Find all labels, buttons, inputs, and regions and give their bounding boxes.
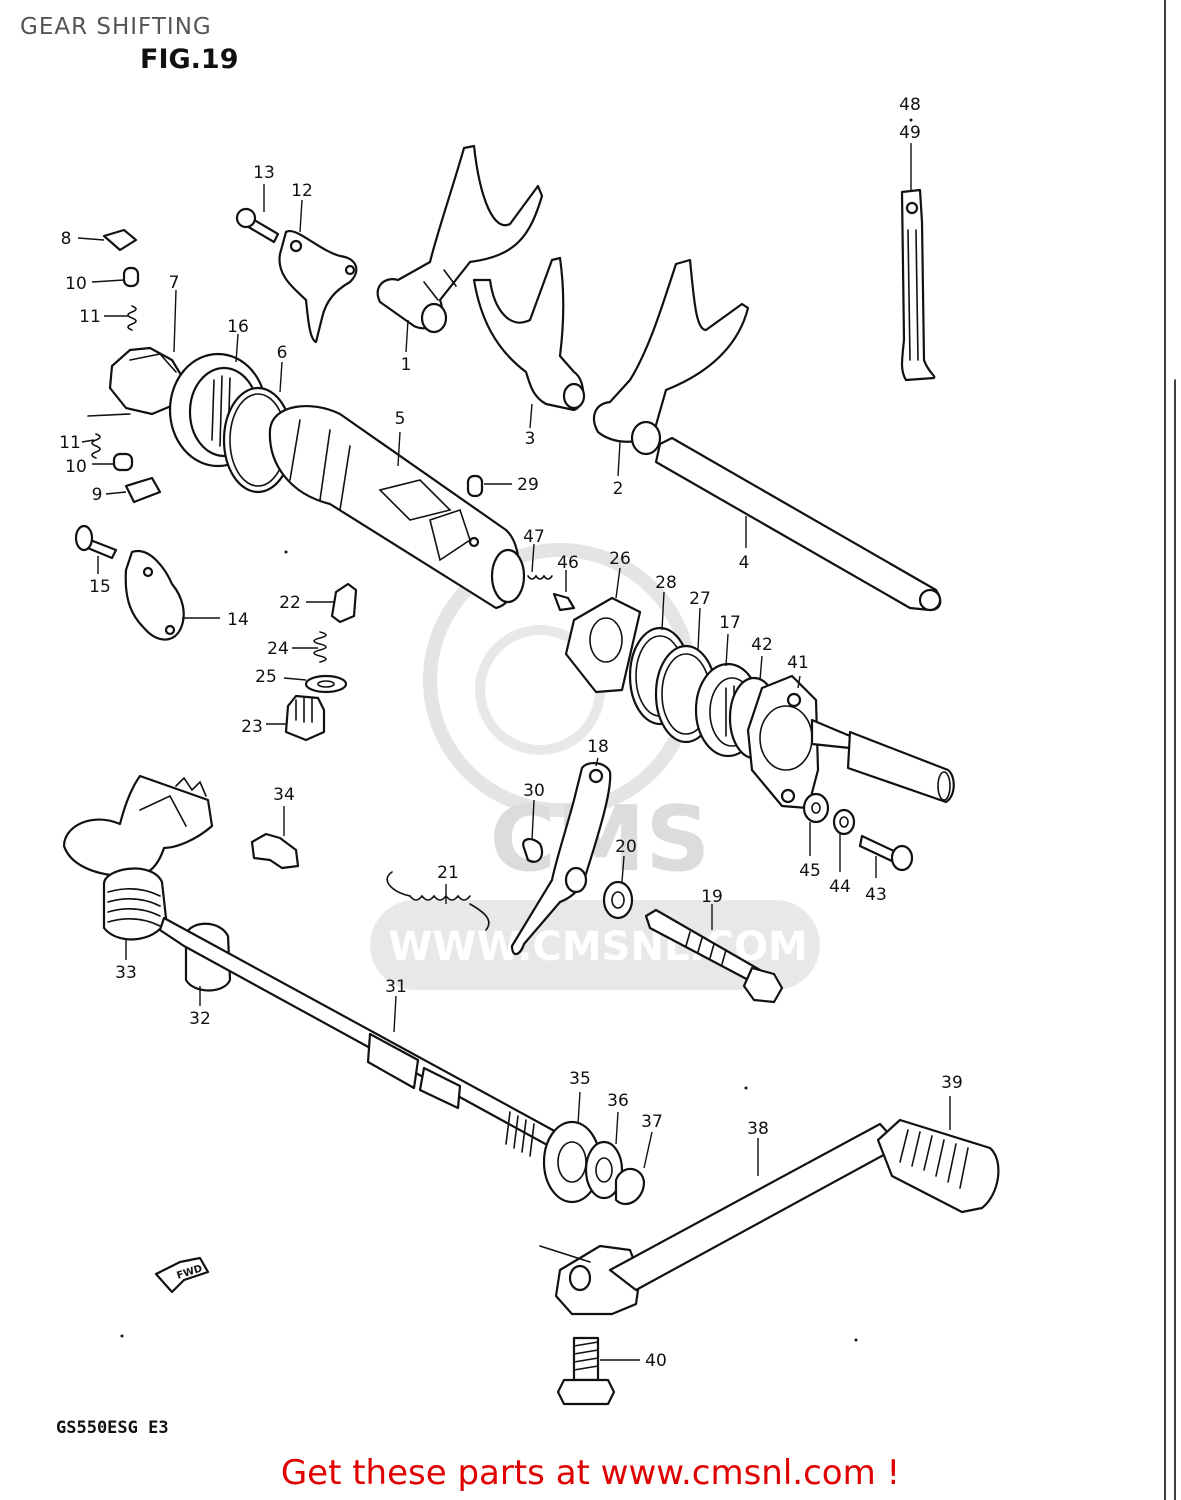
page-header-title: GEAR SHIFTING [20, 14, 212, 40]
callout-14: 14 [227, 610, 249, 630]
callout-42: 42 [751, 635, 773, 655]
callout-34: 34 [273, 785, 295, 805]
part-35-washer [542, 1091, 602, 1204]
scan-specks [120, 118, 913, 1342]
callout-28: 28 [655, 573, 677, 593]
part-12-13 [235, 184, 358, 344]
callout-10a: 10 [65, 274, 87, 294]
callout-33: 33 [115, 963, 137, 983]
model-code: GS550ESG E3 [56, 1418, 169, 1438]
callout-9: 9 [92, 485, 103, 505]
part-34-bolt [250, 806, 300, 870]
callout-7: 7 [169, 273, 180, 293]
callout-19: 19 [701, 887, 723, 907]
part-22-neutral-stopper [306, 582, 358, 624]
callout-35: 35 [569, 1069, 591, 1089]
part-45-washer [802, 792, 830, 856]
part-47-46 [527, 543, 576, 612]
figure-number: FIG.19 [140, 44, 239, 75]
part-44-washer [832, 808, 856, 872]
callout-38: 38 [747, 1119, 769, 1139]
callout-1: 1 [401, 355, 412, 375]
part-18-shift-arm [510, 757, 612, 956]
callout-5: 5 [395, 409, 406, 429]
part-19-bolt [644, 904, 784, 1004]
callout-44: 44 [829, 877, 851, 897]
part-30-circlip [522, 799, 544, 863]
part-6-circlip [222, 361, 294, 494]
part-7 [108, 289, 186, 416]
callout-4: 4 [739, 553, 750, 573]
callout-23: 23 [241, 717, 263, 737]
part-3-shift-fork [472, 256, 586, 429]
part-2-shift-fork [592, 258, 750, 477]
part-1-shift-fork [376, 144, 544, 353]
part-40-bolt [556, 1336, 640, 1406]
part-4-fork-shaft [654, 436, 942, 612]
part-24-spring [292, 631, 327, 663]
callout-37: 37 [641, 1112, 663, 1132]
part-20-washer [602, 855, 634, 920]
callout-13: 13 [253, 163, 275, 183]
callout-17: 17 [719, 613, 741, 633]
callout-15: 15 [89, 577, 111, 597]
callout-6: 6 [277, 343, 288, 363]
part-25-washer [283, 674, 348, 694]
callout-8: 8 [61, 229, 72, 249]
small-parts-left-middle [81, 413, 162, 504]
callout-26: 26 [609, 549, 631, 569]
callout-30: 30 [523, 781, 545, 801]
callout-2: 2 [613, 479, 624, 499]
part-36-washer [584, 1111, 624, 1200]
callout-10b: 10 [65, 457, 87, 477]
part-15-14 [74, 524, 220, 641]
callout-47: 47 [523, 527, 545, 547]
callout-40: 40 [645, 1351, 667, 1371]
callout-43: 43 [865, 885, 887, 905]
callout-16: 16 [227, 317, 249, 337]
page-edge [1164, 0, 1176, 1500]
fwd-arrow-icon: FWD [154, 1256, 210, 1294]
callout-20: 20 [615, 837, 637, 857]
callout-18: 18 [587, 737, 609, 757]
part-23-plug [266, 694, 326, 742]
part-38-shift-lever [539, 1122, 902, 1316]
callout-41: 41 [787, 653, 809, 673]
part-48-49 [900, 143, 936, 382]
callout-11a: 11 [79, 307, 101, 327]
callout-25: 25 [255, 667, 277, 687]
part-29-pin [466, 474, 512, 498]
callout-48: 48 [899, 95, 921, 115]
part-43-screw [858, 834, 914, 878]
callout-3: 3 [525, 429, 536, 449]
callout-24: 24 [267, 639, 289, 659]
callout-22: 22 [279, 593, 301, 613]
callout-45: 45 [799, 861, 821, 881]
callout-46: 46 [557, 553, 579, 573]
callout-labels: 1 2 3 4 5 6 7 8 9 10 10 11 11 12 13 14 1… [59, 95, 963, 1371]
part-37-circlip [614, 1131, 653, 1206]
callout-12: 12 [291, 181, 313, 201]
small-parts-top-left [77, 228, 140, 331]
callout-36: 36 [607, 1091, 629, 1111]
part-21-spring [386, 871, 490, 931]
part-41-neutral-switch [746, 674, 955, 810]
part-39-footpeg-rubber [876, 1096, 1000, 1214]
callout-39: 39 [941, 1073, 963, 1093]
callout-49: 49 [899, 123, 921, 143]
callout-29: 29 [517, 475, 539, 495]
part-26-cam-guide [564, 567, 642, 694]
callout-11b: 11 [59, 433, 81, 453]
part-5-shift-drum [268, 404, 526, 610]
callout-32: 32 [189, 1009, 211, 1029]
callout-31: 31 [385, 977, 407, 997]
callout-21: 21 [437, 863, 459, 883]
part-33-shaft-arm [62, 774, 214, 960]
footer-cta-link[interactable]: Get these parts at www.cmsnl.com ! [280, 1453, 901, 1493]
callout-27: 27 [689, 589, 711, 609]
